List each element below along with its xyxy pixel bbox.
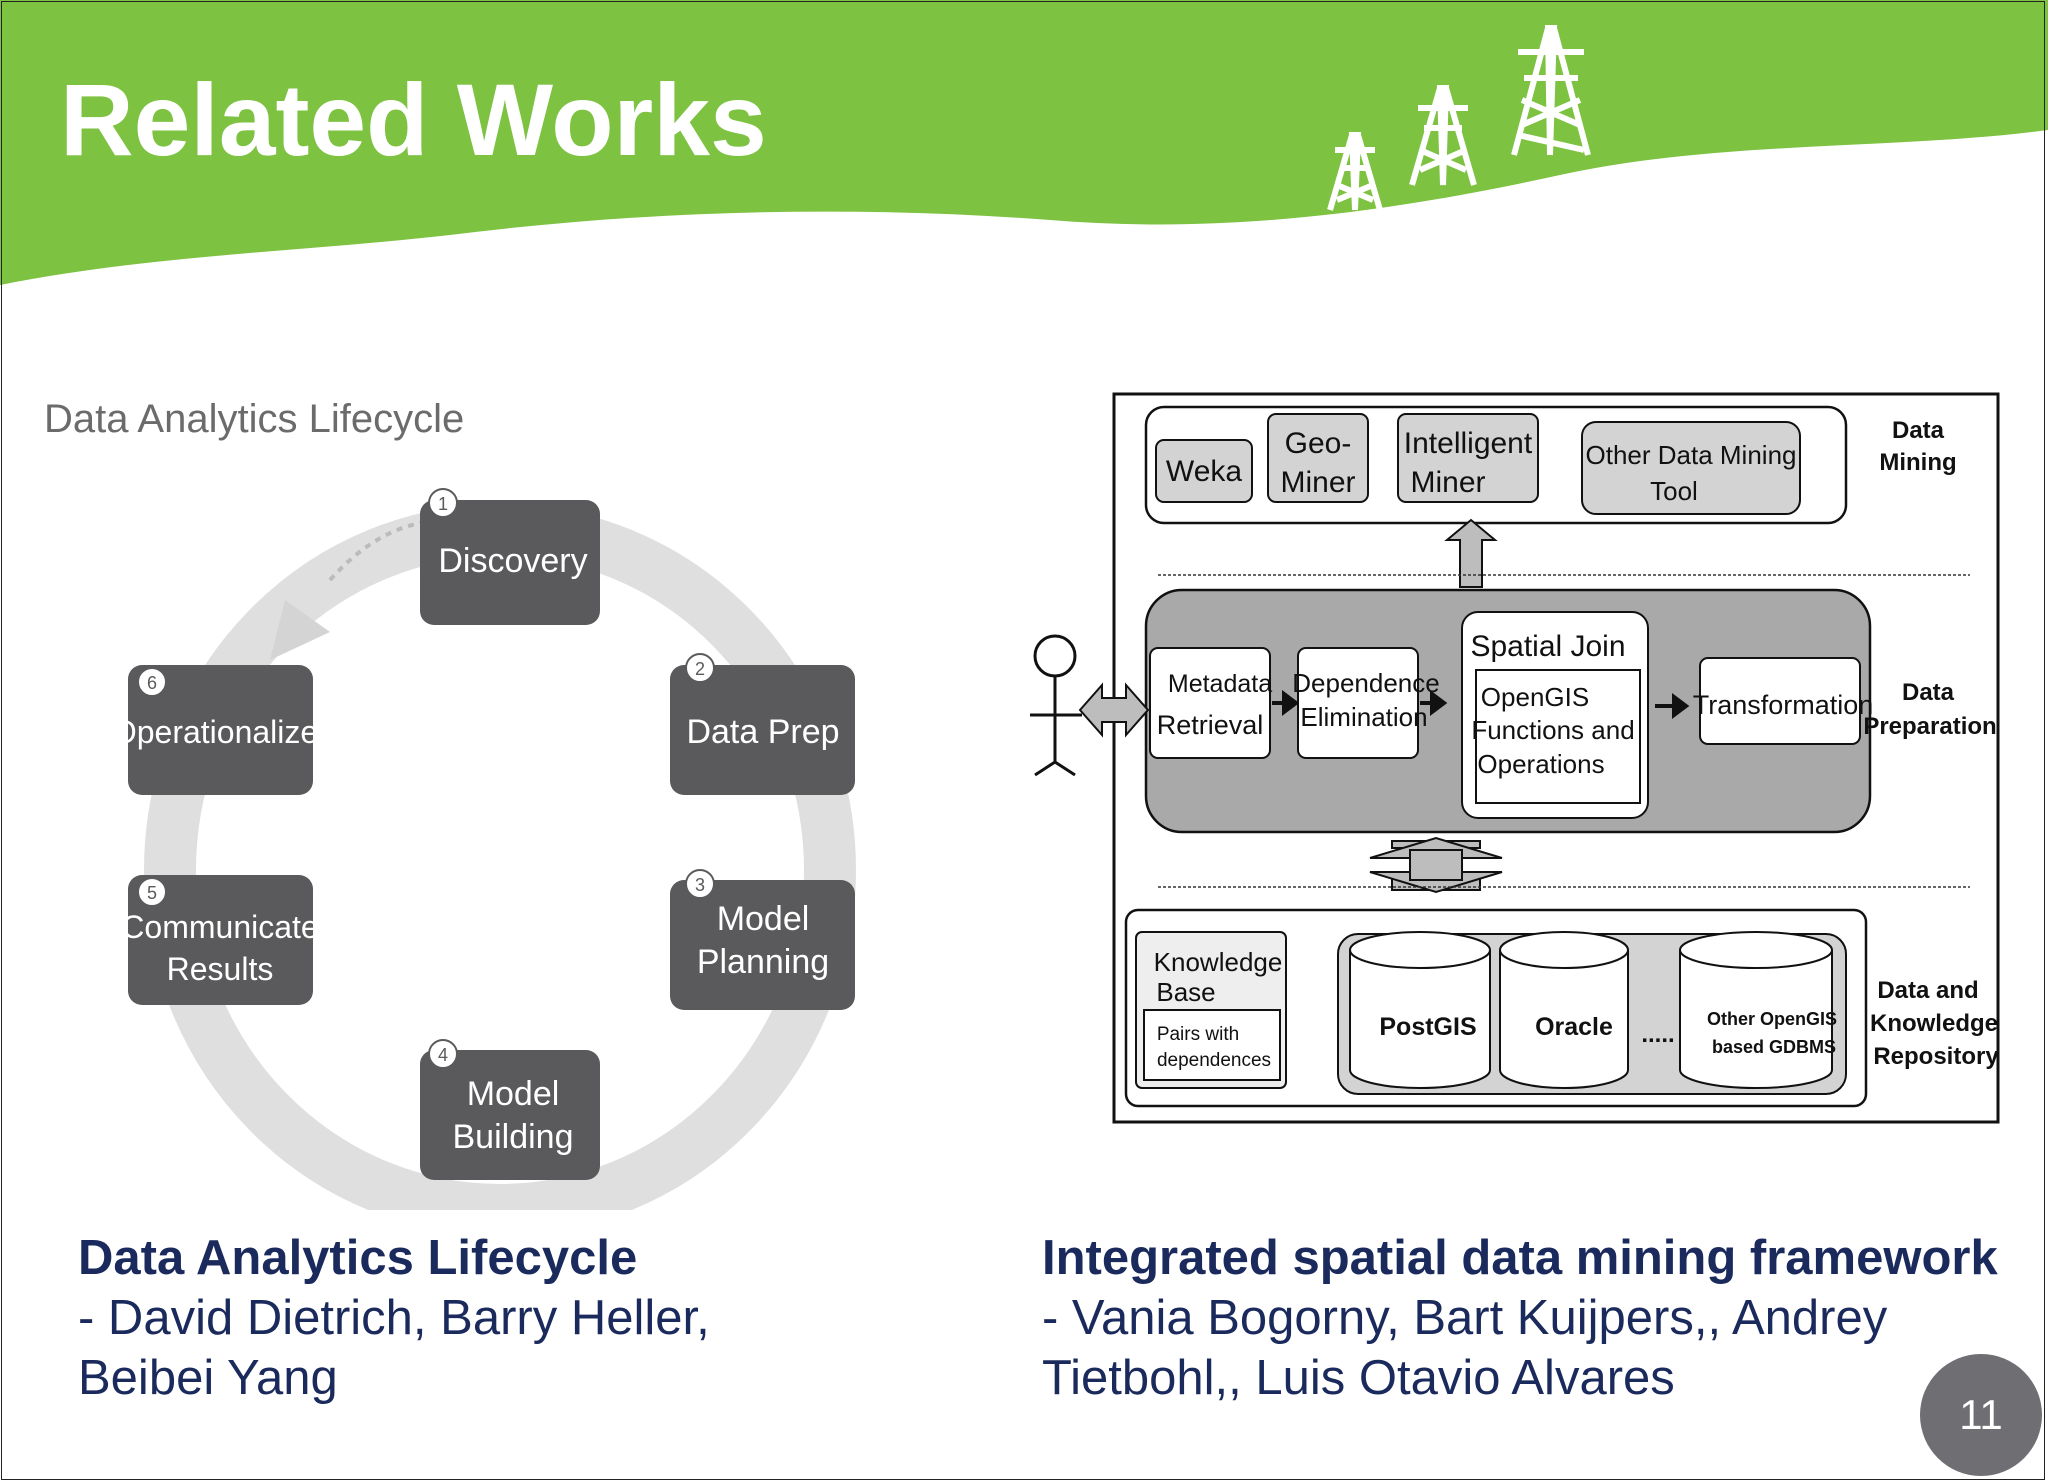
svg-text:Oracle: Oracle	[1535, 1013, 1613, 1041]
svg-text:Model: Model	[717, 900, 810, 938]
svg-text:Data Prep: Data Prep	[686, 713, 839, 751]
right-caption-heading: Integrated spatial data mining framework	[1042, 1231, 1998, 1285]
left-caption-heading: Data Analytics Lifecycle	[78, 1231, 638, 1285]
user-icon	[1030, 634, 1082, 777]
svg-text:Planning: Planning	[697, 943, 829, 981]
step-model-planning: 3 Model Planning	[670, 869, 855, 1010]
right-caption-authors-2: Tietbohl,, Luis Otavio Alvares	[1042, 1351, 1675, 1405]
svg-text:Repository: Repository	[1873, 1043, 1999, 1070]
database-oracle: Oracle	[1499, 931, 1629, 1089]
tool-weka	[1155, 439, 1253, 503]
step-discovery: 1 Discovery	[420, 488, 600, 625]
svg-text:Data: Data	[1902, 679, 1955, 706]
svg-text:4: 4	[438, 1045, 448, 1065]
svg-text:Building: Building	[453, 1118, 574, 1156]
right-caption: Integrated spatial data mining framework…	[1042, 1228, 1998, 1408]
header-banner	[0, 0, 2048, 285]
metadata-box	[1149, 647, 1271, 759]
svg-text:1: 1	[438, 494, 448, 514]
svg-text:6: 6	[147, 673, 157, 693]
svg-text:Mining: Mining	[1879, 449, 1956, 476]
left-caption: Data Analytics Lifecycle - David Dietric…	[78, 1228, 710, 1408]
svg-text:Spatial Join: Spatial Join	[1470, 630, 1625, 663]
svg-text:Model: Model	[467, 1075, 560, 1113]
svg-text:Pairs with: Pairs with	[1157, 1024, 1239, 1045]
step-data-prep: 2 Data Prep	[670, 653, 855, 795]
svg-text:Metadata: Metadata	[1168, 670, 1272, 698]
arrow-up-icon	[1444, 518, 1498, 588]
svg-text:Knowledge: Knowledge	[1870, 1010, 1998, 1037]
svg-text:OpenGIS: OpenGIS	[1481, 682, 1589, 712]
svg-text:PostGIS: PostGIS	[1379, 1013, 1476, 1041]
svg-text:Weka: Weka	[1166, 455, 1242, 488]
svg-text:Data and: Data and	[1877, 977, 1978, 1004]
power-tower-icon	[1327, 25, 1591, 211]
svg-text:Other OpenGIS: Other OpenGIS	[1707, 1009, 1837, 1029]
step-operationalize: 6 Operationalize	[112, 665, 318, 795]
lifecycle-heading: Data Analytics Lifecycle	[44, 397, 464, 441]
svg-text:Transformation: Transformation	[1693, 690, 1874, 720]
step-model-building: 4 Model Building	[420, 1039, 600, 1180]
svg-text:Other Data Mining: Other Data Mining	[1586, 440, 1797, 470]
step-communicate-results: 5 Communicate Results	[121, 875, 319, 1005]
svg-text:Data: Data	[1892, 417, 1945, 444]
database-other: Other OpenGIS based GDBMS	[1679, 931, 1837, 1089]
svg-text:Elimination: Elimination	[1300, 702, 1427, 732]
svg-text:Preparation: Preparation	[1863, 713, 1996, 740]
svg-text:Geo-: Geo-	[1285, 427, 1352, 460]
svg-text:Functions and: Functions and	[1471, 715, 1634, 745]
left-caption-authors-1: - David Dietrich, Barry Heller,	[78, 1291, 710, 1345]
left-caption-authors-2: Beibei Yang	[78, 1351, 338, 1405]
double-arrow-icon	[1078, 682, 1150, 738]
lifecycle-arrow	[270, 600, 330, 660]
svg-text:based GDBMS: based GDBMS	[1712, 1037, 1836, 1057]
database-postgis: PostGIS	[1349, 931, 1491, 1089]
repository-layer: Knowledge Base Pairs with dependences Po…	[1124, 908, 1999, 1108]
tool-other	[1581, 421, 1801, 515]
right-caption-authors-1: - Vania Bogorny, Bart Kuijpers,, Andrey	[1042, 1291, 1888, 1345]
svg-text:Discovery: Discovery	[438, 542, 587, 580]
data-preparation-layer: Metadata Retrieval Dependence Eliminatio…	[1144, 588, 1997, 834]
svg-text:Miner: Miner	[1280, 466, 1355, 499]
svg-text:Operationalize: Operationalize	[112, 714, 318, 750]
svg-text:Operations: Operations	[1477, 749, 1604, 779]
tool-intelligent-miner	[1397, 413, 1539, 503]
svg-text:Base: Base	[1156, 977, 1215, 1007]
svg-text:5: 5	[147, 883, 157, 903]
framework-diagram: Weka Geo- Miner Intelligent Miner Other …	[1030, 392, 2000, 1124]
svg-text:Communicate: Communicate	[121, 909, 318, 945]
svg-text:Dependence: Dependence	[1292, 668, 1439, 698]
lifecycle-diagram: Data Analytics Lifecycle 1 Discovery 2 D…	[44, 397, 856, 1210]
transformation-box	[1699, 657, 1861, 745]
svg-text:Miner: Miner	[1410, 466, 1485, 499]
svg-text:Retrieval: Retrieval	[1157, 710, 1264, 740]
svg-text:Intelligent: Intelligent	[1404, 427, 1533, 460]
data-mining-layer: Weka Geo- Miner Intelligent Miner Other …	[1144, 405, 1957, 525]
svg-text:Knowledge: Knowledge	[1154, 947, 1283, 977]
tool-geo-miner	[1267, 413, 1369, 503]
dependence-box	[1297, 647, 1419, 759]
page-number-badge: 11	[1920, 1354, 2042, 1476]
slide-title: Related Works	[60, 63, 767, 177]
svg-text:.....: .....	[1641, 1021, 1674, 1048]
svg-text:Tool: Tool	[1650, 476, 1698, 506]
svg-text:dependences: dependences	[1157, 1050, 1271, 1071]
svg-text:3: 3	[695, 875, 705, 895]
svg-text:Results: Results	[167, 951, 274, 987]
svg-text:2: 2	[695, 659, 705, 679]
